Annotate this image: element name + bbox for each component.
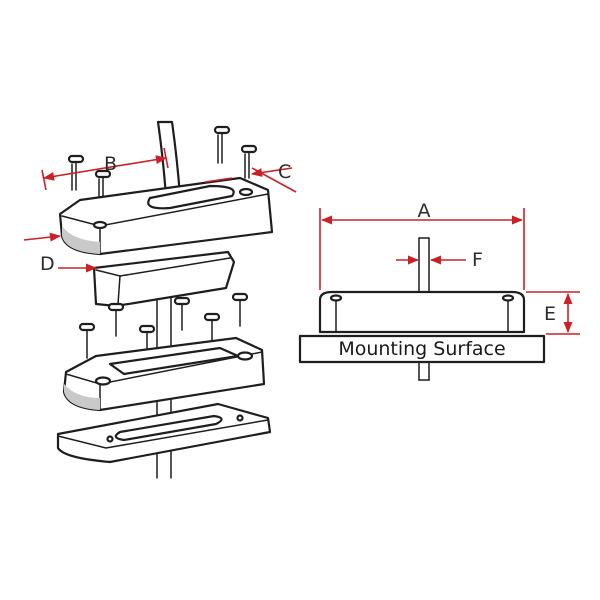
grommet	[92, 250, 236, 308]
dimension-b-label: B	[104, 153, 117, 175]
lower-screw-6	[231, 292, 249, 327]
dimension-c: C	[204, 161, 297, 193]
lower-screw-4	[173, 296, 191, 331]
dimension-f: F	[396, 249, 483, 271]
gasket	[56, 402, 272, 464]
top-cover	[58, 176, 274, 256]
mounting-surface: Mounting Surface	[298, 334, 546, 364]
dimension-c-label: C	[278, 161, 291, 183]
dimension-e-label: E	[544, 303, 556, 325]
top-screw-3	[213, 125, 231, 164]
top-screw-4	[240, 144, 258, 179]
dimension-a: A	[319, 200, 525, 290]
dimension-e: E	[526, 291, 580, 335]
dimension-d: D	[23, 232, 98, 275]
dimension-f-label: F	[472, 249, 483, 271]
dimension-a-label: A	[418, 200, 431, 222]
exploded-assembly-view: B C D	[23, 120, 297, 479]
base-frame	[62, 336, 266, 412]
assembled-side-view: Mounting Surface A F E	[298, 200, 580, 381]
lower-screw-2	[107, 302, 125, 337]
mounting-surface-label: Mounting Surface	[338, 338, 505, 360]
dimension-d-label: D	[40, 253, 55, 275]
lower-screw-1	[78, 322, 96, 359]
dimension-b: B	[41, 147, 169, 191]
side-gland-body	[318, 290, 526, 334]
side-cable	[418, 237, 430, 381]
